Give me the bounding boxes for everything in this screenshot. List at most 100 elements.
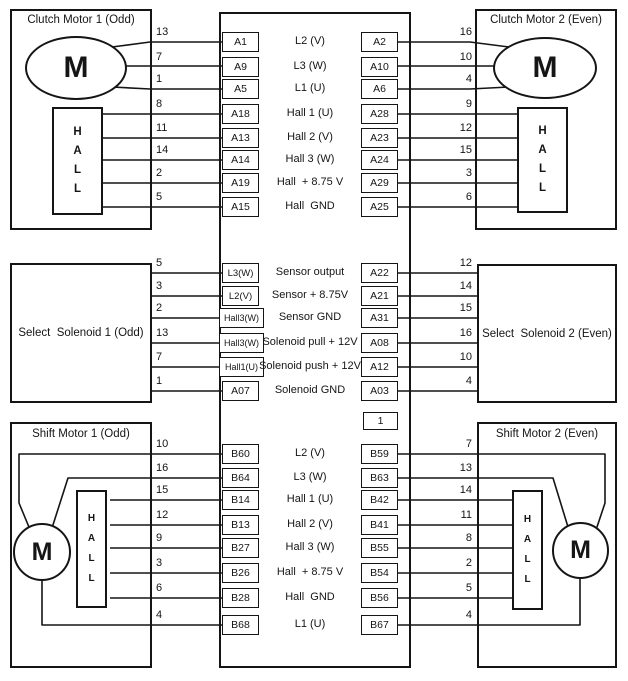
signal-label: Solenoid push + 12V <box>259 360 361 372</box>
connector-pin: A6 <box>361 79 398 99</box>
hall-label: HALL <box>523 514 532 585</box>
connector-pin: B41 <box>361 515 398 535</box>
connector-pin: Hall3(W) <box>219 333 264 353</box>
wire-number: 16 <box>459 26 472 38</box>
connector-pin: A2 <box>361 32 398 52</box>
connector-pin: B55 <box>361 538 398 558</box>
wire-number: 10 <box>459 51 472 63</box>
signal-label: Hall + 8.75 V <box>276 566 344 578</box>
hall-label: HALL <box>538 125 547 194</box>
connector-pin: A07 <box>222 381 259 401</box>
motor-symbol: M <box>493 37 597 99</box>
wire-number: 7 <box>156 51 163 63</box>
connector-pin: B64 <box>222 468 259 488</box>
wire-number: 8 <box>156 98 163 110</box>
wire-number: 1 <box>156 73 163 85</box>
connector-pin: A13 <box>222 128 259 148</box>
hall-sensor-box: HALL <box>52 107 103 215</box>
wire-number: 14 <box>156 144 169 156</box>
wire <box>397 86 510 90</box>
motor-symbol: M <box>13 523 71 581</box>
wire-number: 13 <box>459 462 472 474</box>
connector-pin: A19 <box>222 173 259 193</box>
connector-pin: B27 <box>222 538 259 558</box>
wire-number: 15 <box>459 144 472 156</box>
wire-number: 14 <box>459 280 472 292</box>
connector-pin: A29 <box>361 173 398 193</box>
wire-number: 10 <box>156 438 169 450</box>
motor-symbol: M <box>25 36 127 100</box>
wire-number: 8 <box>465 532 472 544</box>
wire-number: 2 <box>156 167 163 179</box>
motor-symbol: M <box>552 522 609 579</box>
wire-number: 5 <box>156 257 163 269</box>
hall-label: HALL <box>87 513 96 584</box>
device-title: Shift Motor 1 (Odd) <box>32 428 130 440</box>
connector-pin: B54 <box>361 563 398 583</box>
device-box-shift-motor-1 <box>10 422 152 668</box>
wire-number: 5 <box>465 582 472 594</box>
device-box-clutch-motor-2 <box>475 9 617 230</box>
device-box-shift-motor-2 <box>477 422 617 668</box>
signal-label: L1 (U) <box>294 82 326 94</box>
wire-number: 4 <box>465 375 472 387</box>
connector-pin: B42 <box>361 490 398 510</box>
device-title: Select Solenoid 2 (Even) <box>482 327 612 340</box>
signal-label: L2 (V) <box>295 447 325 459</box>
wire-number: 6 <box>156 582 163 594</box>
connector-pin: A25 <box>361 197 398 217</box>
connector-pin: B56 <box>361 588 398 608</box>
connector-pin: A28 <box>361 104 398 124</box>
spare-pin: 1 <box>363 412 398 430</box>
connector-pin: A9 <box>222 57 259 77</box>
wire-number: 9 <box>465 98 472 110</box>
wire-number: 11 <box>156 122 168 134</box>
wire-number: 13 <box>156 26 169 38</box>
signal-label: Solenoid pull + 12V <box>262 336 358 348</box>
connector-pin: L2(V) <box>222 286 259 306</box>
signal-label: Hall 2 (V) <box>287 518 333 530</box>
connector-pin: A23 <box>361 128 398 148</box>
wire-number: 7 <box>156 351 163 363</box>
wire-number: 12 <box>156 509 169 521</box>
connector-pin: B14 <box>222 490 259 510</box>
wire-number: 3 <box>465 167 472 179</box>
wire-number: 16 <box>459 327 472 339</box>
signal-label: L1 (U) <box>294 618 326 630</box>
wire <box>397 41 510 48</box>
hall-sensor-box: HALL <box>512 490 543 610</box>
wire <box>396 453 606 531</box>
wire-number: 4 <box>465 609 472 621</box>
signal-label: Hall + 8.75 V <box>276 176 344 188</box>
connector-pin: Hall1(U) <box>219 357 264 377</box>
hall-sensor-box: HALL <box>76 490 107 608</box>
connector-pin: A10 <box>361 57 398 77</box>
hall-sensor-box: HALL <box>517 107 568 213</box>
connector-pin: A03 <box>361 381 398 401</box>
wire <box>396 477 569 528</box>
connector-pin: B67 <box>361 615 398 635</box>
wire-number: 5 <box>156 191 163 203</box>
wire-number: 4 <box>156 609 163 621</box>
device-box-select-solenoid-2: Select Solenoid 2 (Even) <box>477 264 617 403</box>
connector-pin: Hall3(W) <box>219 308 264 328</box>
wire <box>18 453 224 533</box>
connector-pin: A24 <box>361 150 398 170</box>
device-title: Clutch Motor 1 (Odd) <box>27 14 135 26</box>
signal-label: Sensor GND <box>278 311 342 323</box>
signal-label: Hall 3 (W) <box>285 541 335 553</box>
wire-number: 4 <box>465 73 472 85</box>
connector-pin: B28 <box>222 588 259 608</box>
wire-number: 12 <box>459 122 472 134</box>
connector-pin: B63 <box>361 468 398 488</box>
wire-number: 3 <box>156 280 163 292</box>
wire-number: 1 <box>156 375 163 387</box>
wire-number: 16 <box>156 462 169 474</box>
signal-label: Hall 2 (V) <box>287 131 333 143</box>
signal-label: Solenoid GND <box>274 384 346 396</box>
device-title: Shift Motor 2 (Even) <box>495 428 599 440</box>
wire-number: 15 <box>459 302 472 314</box>
device-box-select-solenoid-1: Select Solenoid 1 (Odd) <box>10 263 152 403</box>
